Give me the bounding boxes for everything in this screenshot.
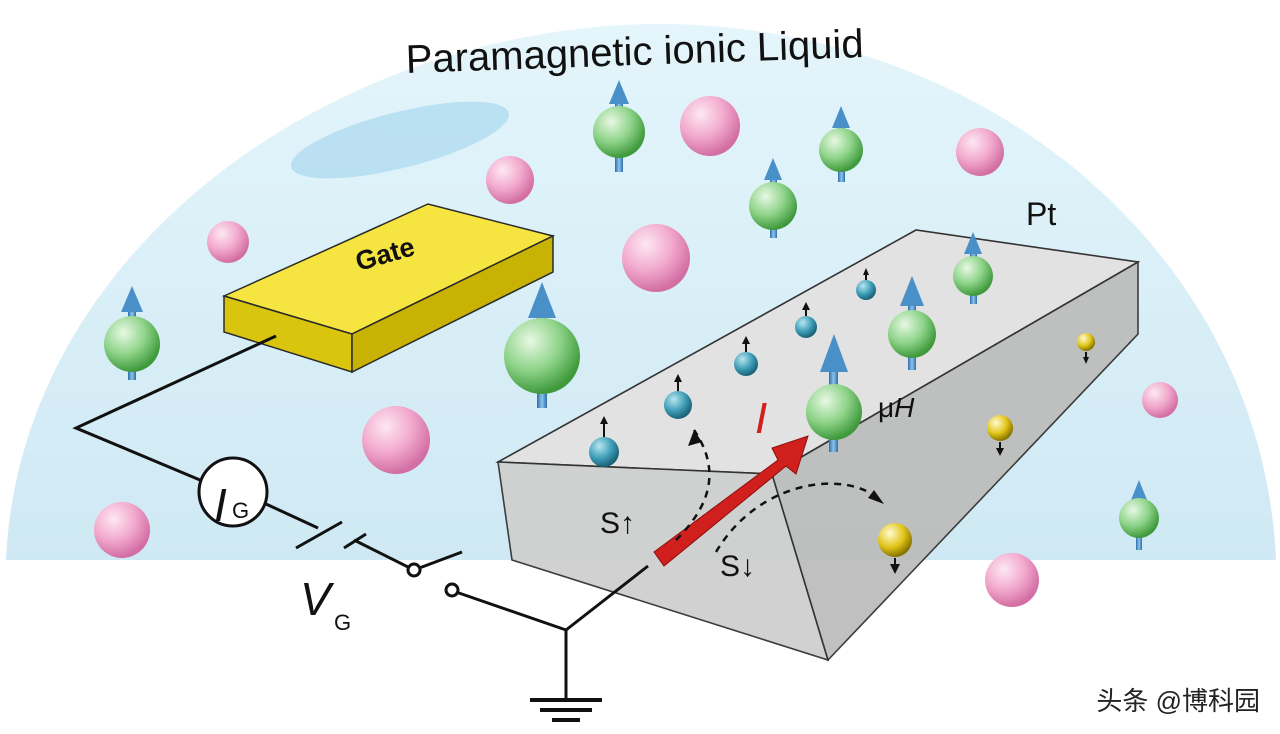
pt-label: Pt: [1026, 196, 1057, 232]
watermark: 头条 @博科园: [1096, 686, 1260, 716]
current-arrow: [653, 435, 809, 567]
spin-up-electron: [795, 302, 817, 338]
switch-contact-left: [406, 562, 422, 578]
paramagnetic-ion: [819, 106, 863, 182]
switch-contact-right: [444, 582, 460, 598]
paramagnetic-ion: [806, 334, 862, 452]
paramagnetic-ion: [749, 158, 797, 238]
paramagnetic-ion: [953, 232, 993, 304]
gate-voltage-symbol: V: [300, 573, 331, 625]
circuit-wires: [72, 334, 649, 722]
counter-ion: [207, 221, 249, 263]
paramagnetic-ion: [593, 80, 645, 172]
gate-voltage-subscript: G: [334, 610, 352, 635]
counter-ion: [486, 156, 534, 204]
muh-prefix: μ: [878, 392, 895, 423]
counter-ion: [680, 96, 740, 156]
spin-up-path: [675, 429, 711, 541]
counter-ion: [956, 128, 1004, 176]
gate-current-symbol: I: [214, 479, 227, 531]
counter-ion: [362, 406, 430, 474]
gate-current-subscript: G: [232, 498, 250, 523]
counter-ion: [622, 224, 690, 292]
ammeter-circle: [197, 456, 269, 528]
paramagnetic-ion: [104, 286, 160, 380]
spin-down-path: [714, 482, 881, 553]
spin-up-electron: [589, 416, 619, 467]
spin-down-electron: [987, 415, 1013, 456]
paramagnetic-ion: [1119, 480, 1159, 550]
spin-up-electron: [664, 374, 692, 419]
paramagnetic-ion: [504, 282, 580, 408]
spin-down-electron: [1077, 333, 1095, 364]
spin-up-arrowhead: [688, 430, 702, 446]
spin-up-electron: [856, 268, 876, 300]
spin-up-label: S↑: [600, 507, 636, 540]
gate-electrode: [221, 203, 556, 374]
spin-down-label: S↓: [720, 550, 756, 583]
paramagnetic-ion: [888, 276, 936, 370]
current-label: I: [755, 394, 768, 443]
counter-ion: [94, 502, 150, 558]
spin-up-electron: [734, 336, 758, 376]
spin-down-electron: [878, 523, 912, 574]
dome-highlight: [291, 101, 509, 179]
counter-ion: [1142, 382, 1178, 418]
spin-down-arrowhead: [868, 490, 884, 504]
muh-variable: H: [894, 392, 915, 423]
magnetic-field-label: μH: [878, 392, 914, 424]
counter-ion: [985, 553, 1039, 607]
